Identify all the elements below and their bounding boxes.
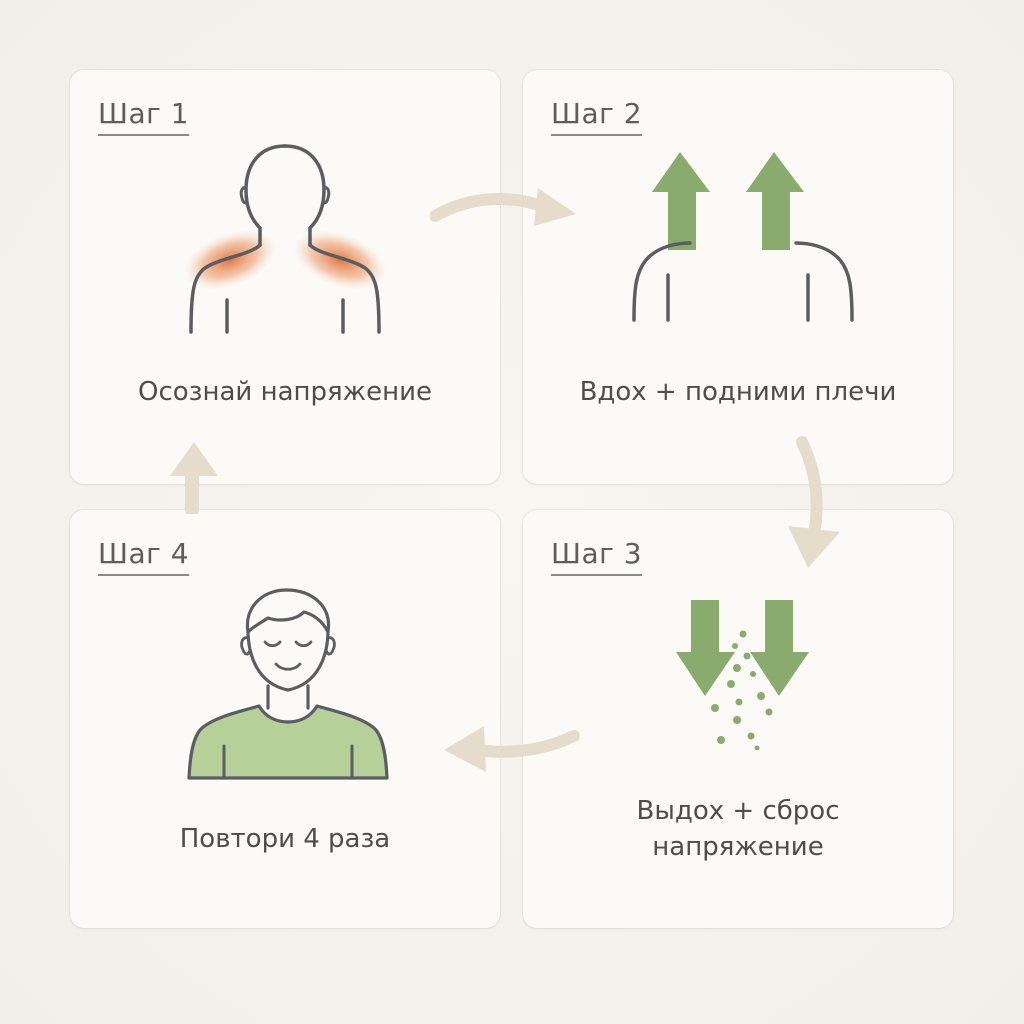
step-2-title: Шаг 2 <box>551 97 643 136</box>
step-1-card: Шаг 1 Осознай напряжение <box>70 70 500 484</box>
step-3-title: Шаг 3 <box>551 537 643 576</box>
step-1-title: Шаг 1 <box>98 97 190 136</box>
down-arrows-release-icon <box>676 600 809 750</box>
cycle-arrow-icon-1-to-2 <box>430 188 576 226</box>
cycle-arrow-icon-4-to-1 <box>170 442 218 514</box>
step-2-card: Шаг 2 Вдох + подними плечи <box>523 70 953 484</box>
step-4-title: Шаг 4 <box>98 537 190 576</box>
step-2-caption: Вдох + подними плечи <box>579 377 897 407</box>
calm-person-icon <box>187 588 389 780</box>
shoulders-raise-arrows-icon <box>632 152 854 322</box>
step-4-card: Шаг 4 Повтори 4 раза <box>70 510 500 928</box>
cycle-arrow-icon-3-to-4 <box>444 726 580 772</box>
step-3-card: Шаг 3 Выдох + сброс напряжен <box>523 510 953 928</box>
step-4-caption: Повтори 4 раза <box>179 824 391 854</box>
step-1-caption: Осознай напряжение <box>138 377 432 407</box>
person-shoulders-tension-icon <box>184 144 386 334</box>
cycle-arrow-icon-2-to-3 <box>788 436 840 568</box>
step-3-caption-line-2: напряжение <box>652 832 824 862</box>
step-3-caption-line-1: Выдох + сброс <box>636 796 840 826</box>
